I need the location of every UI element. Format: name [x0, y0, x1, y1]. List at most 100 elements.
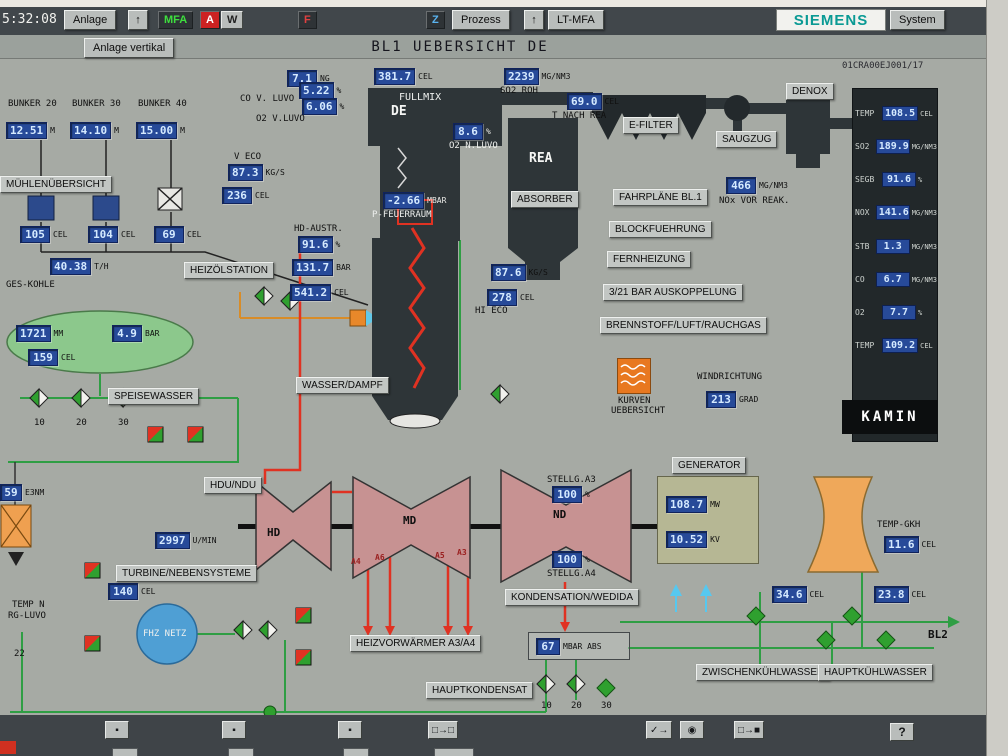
label-extraction-a5: A5 [435, 551, 445, 560]
alarm-badge-a[interactable]: A [200, 11, 220, 29]
status-badge-z[interactable]: Z [426, 11, 445, 29]
absorber-button[interactable]: ABSORBER [511, 191, 579, 208]
label-bunker-40: BUNKER 40 [138, 99, 187, 109]
unit: CEL [61, 353, 76, 362]
heizvorwaermer-button[interactable]: HEIZVORWÄRMER A3/A4 [350, 635, 482, 652]
camera-button[interactable]: ◉ [680, 721, 704, 739]
value: 140 [108, 583, 138, 600]
unit: CEL [418, 72, 433, 81]
hdu-ndu-button[interactable]: HDU/NDU [204, 477, 263, 494]
value: 109.2 [882, 338, 919, 353]
unit: MM [53, 329, 64, 338]
label-stellg-a4: STELLG.A4 [547, 569, 596, 579]
condensate-arrow-up-1 [670, 584, 682, 596]
screen-select-button[interactable]: □→■ [734, 721, 765, 739]
help-button[interactable]: ? [890, 723, 914, 741]
anlage-window-icon[interactable]: ↑ [128, 10, 148, 30]
value-co-v-luvo: 5.22% [299, 82, 341, 99]
turbine-nebensysteme-button[interactable]: TURBINE/NEBENSYSTEME [116, 565, 257, 582]
monitor-bezel-right [986, 0, 1008, 756]
auskopplung-button[interactable]: 3/21 BAR AUSKOPPELUNG [603, 284, 743, 301]
toolbar-button-2[interactable]: ▪ [222, 721, 246, 739]
e-filter-button[interactable]: E-FILTER [623, 117, 679, 134]
toolbar-stub-2[interactable] [228, 748, 254, 756]
fernheizung-button[interactable]: FERNHEIZUNG [607, 251, 692, 268]
label-fhz-netz: FHZ NETZ [143, 629, 187, 639]
fahrplaene-button[interactable]: FAHRPLÄNE BL.1 [613, 189, 708, 206]
kurven-uebersicht-icon[interactable] [617, 358, 651, 394]
zwischenkuehlwasser-button[interactable]: ZWISCHENKÜHLWASSER [696, 664, 831, 681]
prozess-window-icon[interactable]: ↑ [524, 10, 544, 30]
system-button[interactable]: System [890, 10, 945, 30]
unit: GRAD [739, 395, 759, 404]
label-rg-luvo: RG-LUVO [8, 611, 46, 621]
toolbar-stub-1[interactable] [112, 748, 138, 756]
label-kurven-uebersicht: UEBERSICHT [611, 406, 666, 416]
unit: MG/NM3 [911, 142, 937, 151]
toolbar-stub-4[interactable] [434, 748, 474, 756]
unit: MBAR [427, 196, 447, 205]
hauptkuehlwasser-button[interactable]: HAUPTKÜHLWASSER [818, 664, 933, 681]
heizoelstation-button[interactable]: HEIZÖLSTATION [184, 262, 274, 279]
denox-button[interactable]: DENOX [786, 83, 834, 100]
hauptkondensat-button[interactable]: HAUPTKONDENSAT [426, 682, 534, 699]
blockfuehrung-button[interactable]: BLOCKFUEHRUNG [609, 221, 712, 238]
label-md-turbine: MD [403, 514, 417, 527]
unit: M [114, 126, 119, 135]
nd-turbine [500, 468, 632, 584]
screen-copy-button[interactable]: □→□ [428, 721, 459, 739]
unit: MG/NM3 [541, 72, 571, 81]
fault-badge-f[interactable]: F [298, 11, 317, 29]
anlage-vertikal-button[interactable]: Anlage vertikal [84, 38, 175, 58]
toolbar-stub-3[interactable] [343, 748, 369, 756]
mfa-alarm-badge[interactable]: MFA [158, 11, 194, 29]
lt-mfa-button[interactable]: LT-MFA [548, 10, 604, 30]
toolbar-button-1[interactable]: ▪ [105, 721, 129, 739]
value: 14.10 [70, 122, 112, 139]
generator-button[interactable]: GENERATOR [672, 457, 747, 474]
prozess-button[interactable]: Prozess [452, 10, 510, 30]
value: 5.22 [299, 82, 334, 99]
value: 108.7 [666, 496, 708, 513]
unit: CEL [141, 587, 156, 596]
value: 10.52 [666, 531, 708, 548]
label: CO [855, 275, 865, 284]
label: TEMP [855, 109, 875, 118]
coal-mills [27, 195, 120, 221]
anlage-button[interactable]: Anlage [64, 10, 117, 30]
label-nd-turbine: ND [553, 508, 567, 521]
acknowledge-button[interactable]: ✓→ [646, 721, 673, 739]
warning-badge-w[interactable]: W [221, 11, 244, 29]
muehlenuebersicht-button[interactable]: MÜHLENÜBERSICHT [0, 176, 113, 193]
brennstoff-luft-rauchgas-button[interactable]: BRENNSTOFF/LUFT/RAUCHGAS [600, 317, 767, 334]
label-pump-30: 30 [118, 418, 129, 428]
label-co-v-luvo: CO V. LUVO [240, 94, 295, 104]
unit: % [335, 240, 341, 249]
value: 100 [552, 486, 582, 503]
label-rea: REA [529, 151, 553, 166]
toolbar-button-3[interactable]: ▪ [338, 721, 362, 739]
label-t-nach-rea: T NACH REA [552, 111, 607, 121]
saugzug-button[interactable]: SAUGZUG [716, 131, 778, 148]
value: 23.8 [874, 586, 909, 603]
kondensation-wedida-button[interactable]: KONDENSATION/WEDIDA [505, 589, 640, 606]
left-heat-exchanger [0, 462, 32, 566]
wasser-dampf-button[interactable]: WASSER/DAMPF [296, 377, 389, 394]
value: 2239 [504, 68, 539, 85]
unit: CEL [187, 230, 202, 239]
value: 91.6 [882, 172, 916, 187]
speisewasser-button[interactable]: SPEISEWASSER [108, 388, 200, 405]
